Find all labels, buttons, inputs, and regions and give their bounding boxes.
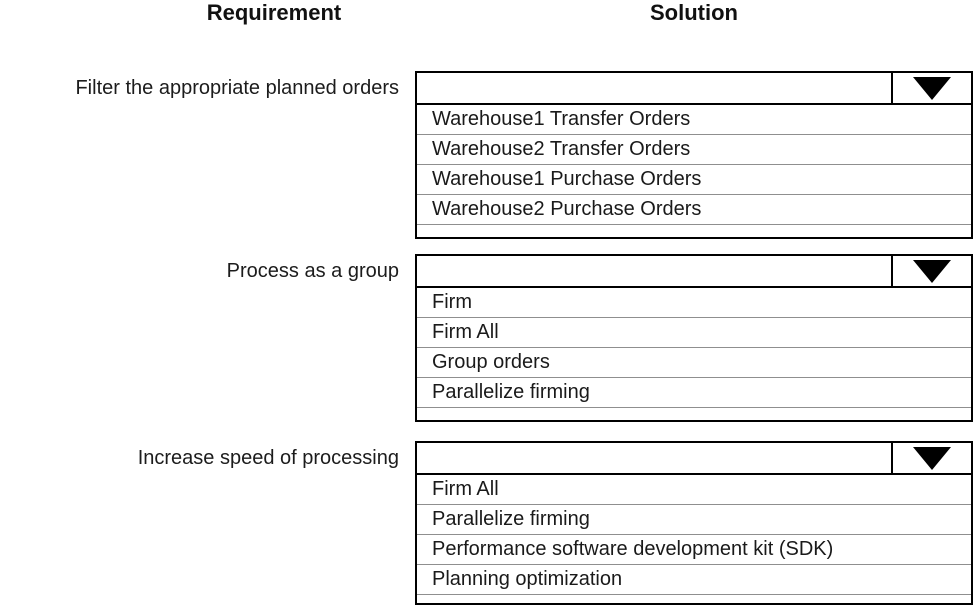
dropdown-arrow-button-3[interactable] <box>891 443 971 473</box>
requirement-column-header: Requirement <box>206 0 342 25</box>
dropdown-selected-value-2 <box>417 256 891 286</box>
dropdown-option[interactable]: Firm All <box>417 475 971 505</box>
requirement-label-process-as-group: Process as a group <box>226 260 399 282</box>
dropdown-option[interactable]: Planning optimization <box>417 565 971 595</box>
triangle-down-icon <box>912 76 952 101</box>
dropdown-option[interactable]: Warehouse1 Purchase Orders <box>417 165 971 195</box>
solution-column-header: Solution <box>650 0 738 25</box>
solution-dropdown-group-3: Firm All Parallelize firming Performance… <box>415 441 973 605</box>
dropdown-selected-value-3 <box>417 443 891 473</box>
dropdown-select-box-3[interactable] <box>415 441 973 475</box>
solution-dropdown-group-1: Warehouse1 Transfer Orders Warehouse2 Tr… <box>415 71 973 239</box>
dropdown-selected-value-1 <box>417 73 891 103</box>
dropdown-arrow-button-1[interactable] <box>891 73 971 103</box>
dropdown-option-list-1: Warehouse1 Transfer Orders Warehouse2 Tr… <box>415 105 973 239</box>
dropdown-option[interactable]: Parallelize firming <box>417 505 971 535</box>
dropdown-option[interactable]: Firm All <box>417 318 971 348</box>
requirement-label-filter-planned-orders: Filter the appropriate planned orders <box>75 77 399 99</box>
dropdown-option[interactable]: Group orders <box>417 348 971 378</box>
dropdown-option[interactable]: Warehouse2 Purchase Orders <box>417 195 971 225</box>
dropdown-option[interactable]: Performance software development kit (SD… <box>417 535 971 565</box>
dropdown-option-list-3: Firm All Parallelize firming Performance… <box>415 475 973 605</box>
dropdown-select-box-1[interactable] <box>415 71 973 105</box>
solution-dropdown-group-2: Firm Firm All Group orders Parallelize f… <box>415 254 973 422</box>
triangle-down-icon <box>912 446 952 471</box>
dropdown-option[interactable]: Firm <box>417 288 971 318</box>
dropdown-option[interactable]: Warehouse1 Transfer Orders <box>417 105 971 135</box>
triangle-down-icon <box>912 259 952 284</box>
dropdown-option[interactable]: Parallelize firming <box>417 378 971 408</box>
dropdown-arrow-button-2[interactable] <box>891 256 971 286</box>
dropdown-option-list-2: Firm Firm All Group orders Parallelize f… <box>415 288 973 422</box>
requirement-label-increase-speed: Increase speed of processing <box>137 447 399 469</box>
dropdown-select-box-2[interactable] <box>415 254 973 288</box>
dropdown-option[interactable]: Warehouse2 Transfer Orders <box>417 135 971 165</box>
